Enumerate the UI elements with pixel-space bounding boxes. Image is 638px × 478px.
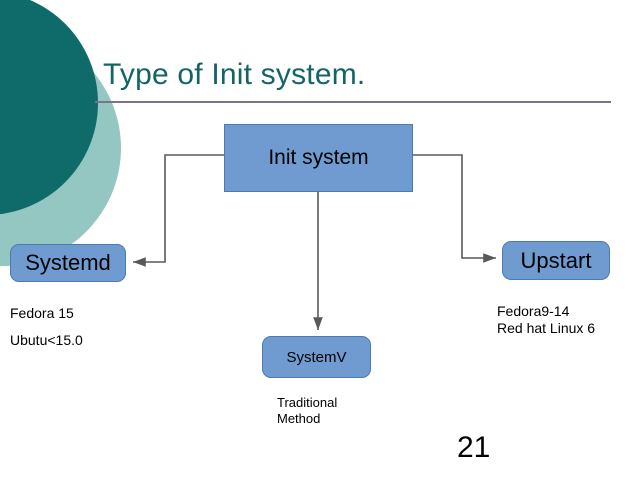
node-systemd[interactable]: Systemd — [10, 244, 126, 282]
node-init-system[interactable]: Init system — [224, 124, 413, 192]
page-number: 21 — [457, 431, 491, 464]
connector-init-to-systemd — [133, 154, 224, 267]
title-divider — [95, 101, 611, 103]
connector-init-to-upstart — [413, 154, 496, 263]
node-systemv[interactable]: SystemV — [262, 336, 371, 378]
node-upstart[interactable]: Upstart — [502, 241, 610, 280]
caption-upstart: Fedora9-14 Red hat Linux 6 — [497, 303, 596, 336]
caption-systemv: Traditional Method — [277, 395, 338, 426]
page-title: Type of Init system. — [103, 58, 366, 91]
caption-systemd: Fedora 15 Ubutu<15.0 — [10, 305, 83, 348]
dark-teal-circle — [0, 0, 98, 215]
